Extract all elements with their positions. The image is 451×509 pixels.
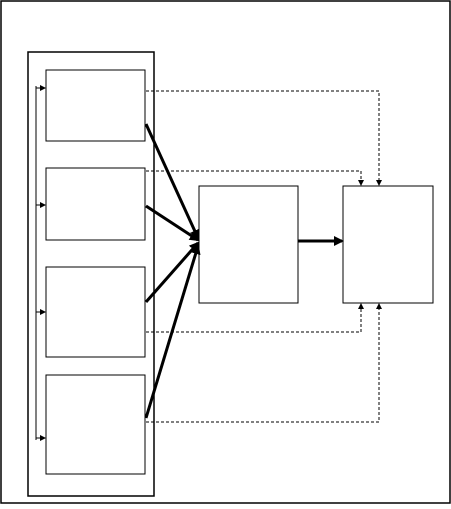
thick-arrow-from-box-2 bbox=[145, 204, 200, 242]
left-box-4 bbox=[45, 374, 146, 475]
dashed-link-box-4 bbox=[146, 303, 382, 423]
dashed-link-box-1 bbox=[146, 90, 382, 186]
left-box-1 bbox=[45, 69, 146, 142]
dashed-link-box-2 bbox=[146, 170, 364, 186]
left-group-container bbox=[27, 51, 155, 497]
center-box bbox=[198, 185, 299, 304]
left-box-2 bbox=[45, 167, 146, 241]
left-box-3 bbox=[45, 266, 146, 358]
thick-arrow-from-box-3 bbox=[144, 241, 200, 303]
thick-arrow-from-box-1 bbox=[144, 123, 200, 240]
right-box bbox=[342, 185, 434, 304]
dashed-link-box-3 bbox=[146, 303, 364, 333]
